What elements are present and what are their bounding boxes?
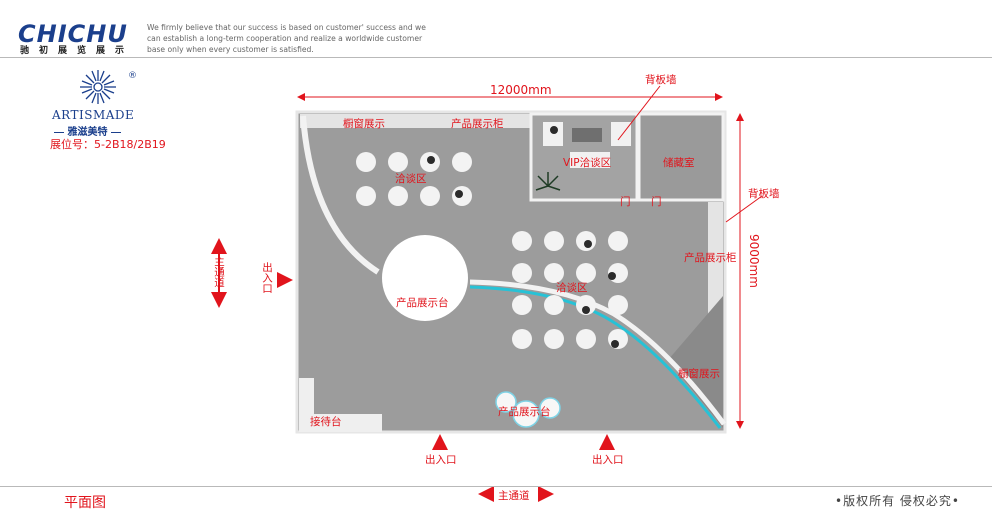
storage-room: [637, 112, 725, 202]
label-entrance-left: 出入口: [261, 262, 273, 294]
curved-wall: [300, 115, 380, 275]
vip-sofa-bottom: [570, 152, 610, 168]
label-vip-area: VIP洽谈区: [563, 157, 612, 169]
copyright-notice: •版权所有 侵权必究•: [835, 494, 960, 508]
plan-title: 平面图: [64, 495, 106, 511]
back-wall-right-leader: [725, 195, 763, 223]
depth-dimension-label: 9000mm: [747, 234, 761, 288]
registered-mark: ®: [128, 71, 137, 81]
back-wall-top-leader: [617, 85, 661, 141]
label-entrance-bottom-2: 出入口: [592, 454, 624, 466]
vip-sofa-left: [543, 122, 563, 146]
vip-sofa-right: [611, 122, 631, 146]
bottom-product-stages: [495, 391, 561, 428]
company-slogan: We firmly believe that our success is ba…: [147, 23, 426, 54]
label-product-cabinet-right: 产品展示柜: [684, 252, 737, 264]
brand-name-cn-text: 雅滋美特: [67, 127, 108, 138]
reception-desk: [299, 378, 382, 432]
label-main-aisle-left: 主通道: [213, 256, 225, 288]
label-back-wall-right: 背板墙: [748, 188, 780, 200]
label-product-cabinet-top: 产品展示柜: [451, 118, 504, 130]
width-dimension-label: 12000mm: [490, 83, 552, 97]
label-window-display-top: 橱窗展示: [343, 118, 385, 130]
label-center-product-stage: 产品展示台: [396, 297, 449, 309]
curved-cyan-strip: [469, 285, 722, 429]
label-reception: 接待台: [310, 416, 342, 428]
center-product-stage: [382, 235, 468, 321]
label-entrance-bottom-1: 出入口: [425, 454, 457, 466]
brand-flower-icon: [80, 70, 116, 104]
label-back-wall-top: 背板墙: [645, 74, 677, 86]
plant-icon: [535, 172, 561, 191]
brand-name-cn: 雅滋美特: [54, 123, 121, 138]
label-door-1: 门: [620, 196, 631, 208]
vip-table: [572, 128, 602, 142]
header-divider: [0, 57, 992, 58]
label-window-display-bottom: 橱窗展示: [678, 368, 720, 380]
negotiation-chairs-2: [512, 231, 628, 349]
negotiation-chairs-1: [356, 152, 472, 206]
top-display-strip: [300, 114, 530, 128]
footer-divider: [0, 486, 992, 487]
brand-name: ARTISMADE: [52, 108, 135, 122]
label-bottom-product-stage: 产品展示台: [498, 406, 551, 418]
booth-outline: [295, 110, 727, 434]
booth-number: 展位号：5-2B18/2B19: [50, 138, 166, 151]
company-logo: CHICHU: [18, 20, 128, 48]
corner-display: [668, 296, 723, 428]
label-main-aisle-bottom: 主通道: [498, 490, 530, 502]
label-negotiation-1: 洽谈区: [395, 173, 427, 185]
company-logo-subtitle: 驰初展览展示: [20, 46, 135, 56]
label-negotiation-2: 洽谈区: [556, 282, 588, 294]
label-door-2: 门: [651, 196, 662, 208]
right-cabinet-strip: [708, 202, 723, 322]
label-storage: 储藏室: [663, 157, 695, 169]
visitors: [427, 126, 619, 348]
